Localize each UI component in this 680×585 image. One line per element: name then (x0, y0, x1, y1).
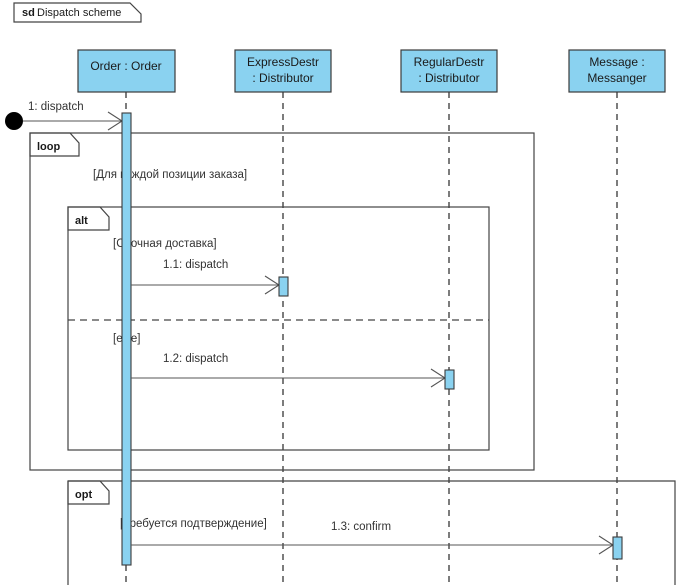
fragment-loop: loop [Для каждой позиции заказа] (29, 132, 535, 471)
fragment-alt-frame (67, 206, 490, 451)
message-1-3-confirm[interactable]: 1.3: confirm (131, 521, 623, 560)
diagram-kind-label: sd (22, 7, 35, 19)
lifeline-label-message-line1: Message : (589, 55, 644, 69)
diagram-title-tab-shape (13, 2, 142, 23)
lifeline-box-message[interactable] (568, 49, 666, 93)
fragment-alt-guard: [Срочная доставка] (113, 238, 217, 250)
message-1-1-dispatch[interactable]: 1.1: dispatch (131, 259, 289, 297)
lifeline-head-express[interactable]: ExpressDestr : Distributor (234, 49, 332, 93)
message-1-dispatch[interactable]: 1: dispatch (5, 101, 124, 131)
fragment-opt: opt [Требуется подтверждение] (67, 480, 676, 585)
lifeline-label-message-line2: Messanger (587, 71, 646, 85)
message-1-2-label: 1.2: dispatch (163, 353, 228, 365)
lifeline-label-express-line2: : Distributor (252, 71, 313, 85)
lifeline-label-express-line1: ExpressDestr (247, 55, 319, 69)
start-node-icon (5, 112, 23, 130)
fragment-loop-tab (29, 132, 80, 157)
message-1-2-dispatch[interactable]: 1.2: dispatch (131, 353, 455, 390)
activation-bar-order (121, 112, 132, 566)
lifeline-head-regular[interactable]: RegularDestr : Distributor (400, 49, 498, 93)
lifeline-box-express[interactable] (234, 49, 332, 93)
lifeline-box-order[interactable] (77, 49, 176, 93)
lifeline-label-order-line1: Order : Order (90, 59, 161, 73)
activation-bar-express (278, 276, 289, 297)
lifeline-box-regular[interactable] (400, 49, 498, 93)
message-1-3-label: 1.3: confirm (331, 521, 391, 533)
activation-bar-regular (444, 369, 455, 390)
fragment-loop-operator: loop (37, 141, 60, 153)
message-1-1-label: 1.1: dispatch (163, 259, 228, 271)
fragment-opt-frame (67, 480, 676, 585)
fragment-loop-guard: [Для каждой позиции заказа] (93, 169, 247, 181)
fragment-opt-operator: opt (75, 489, 92, 501)
activation-bar-message (612, 536, 623, 560)
page-title: Dispatch scheme (37, 7, 121, 19)
fragment-alt-operator: alt (75, 215, 88, 227)
lifeline-label-regular-line2: : Distributor (418, 71, 479, 85)
fragment-alt-tab (67, 206, 110, 231)
diagram-title-tab: sd Dispatch scheme (13, 2, 142, 23)
fragment-loop-frame (29, 132, 535, 471)
lifeline-head-order[interactable]: Order : Order (77, 49, 176, 93)
message-1-label: 1: dispatch (28, 101, 84, 113)
fragment-opt-tab (67, 480, 110, 505)
lifeline-head-message[interactable]: Message : Messanger (568, 49, 666, 93)
fragment-opt-guard: [Требуется подтверждение] (120, 518, 267, 530)
lifeline-label-regular-line1: RegularDestr (414, 55, 485, 69)
